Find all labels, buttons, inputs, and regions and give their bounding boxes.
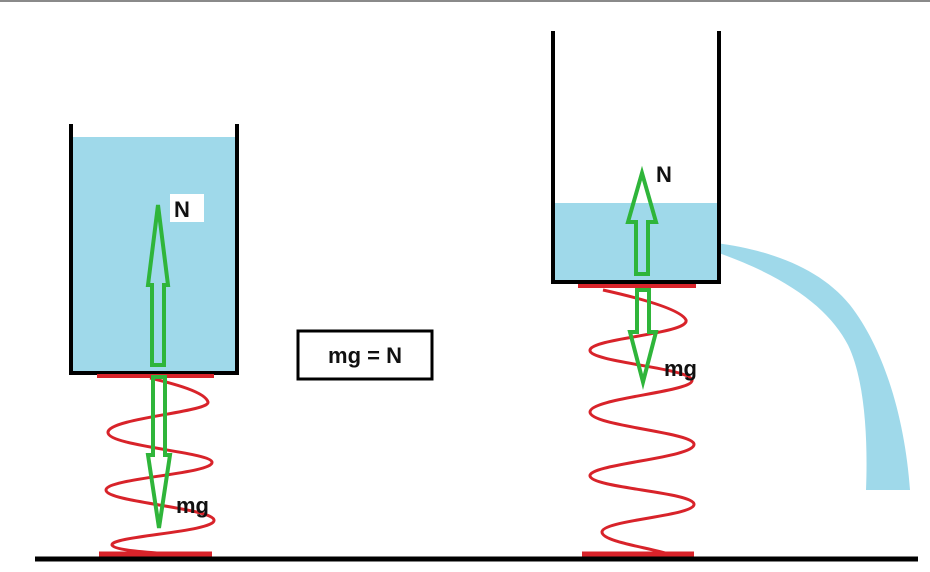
- right-weight-label: mg: [664, 356, 697, 381]
- left-weight-label: mg: [176, 493, 209, 518]
- equation-box: [296, 329, 434, 381]
- right-weight-arrow: [627, 288, 659, 390]
- water-stream: [716, 243, 910, 490]
- left-weight-arrow: [145, 375, 173, 529]
- equation-label: mg = N: [328, 343, 402, 368]
- right-container: [551, 31, 721, 284]
- left-normal-force-arrow: [145, 204, 171, 367]
- left-spring: [104, 376, 216, 556]
- right-normal-force-arrow: [625, 165, 659, 276]
- right-normal-label: N: [656, 162, 672, 187]
- right-setup: N mg: [551, 31, 910, 557]
- left-normal-label-bg: [170, 194, 204, 222]
- right-spring: [588, 288, 696, 556]
- left-container: [69, 124, 239, 375]
- left-setup: N mg: [69, 124, 239, 557]
- left-normal-label: N: [174, 197, 190, 222]
